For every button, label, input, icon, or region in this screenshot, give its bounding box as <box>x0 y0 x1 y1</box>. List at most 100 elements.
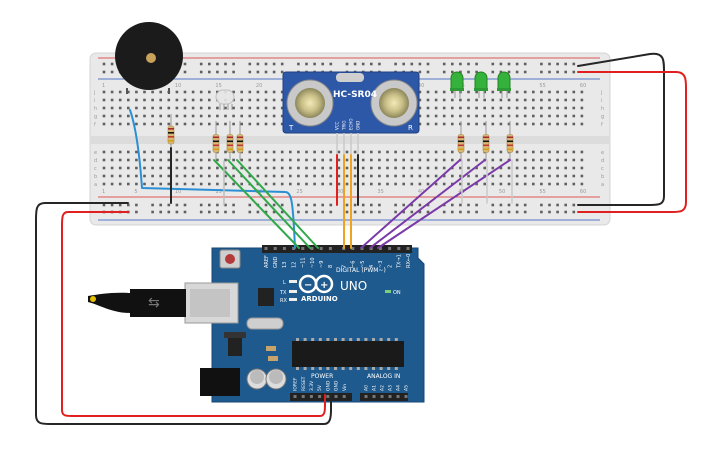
chip-pin <box>379 338 383 341</box>
breadboard-hole <box>224 114 227 118</box>
breadboard-hole <box>418 158 422 162</box>
breadboard-hole <box>402 166 405 170</box>
breadboard-hole <box>313 174 316 178</box>
breadboard-hole <box>548 166 551 170</box>
chip-pin <box>341 338 345 341</box>
breadboard-hole <box>442 114 446 118</box>
reset-button-cap[interactable] <box>225 254 235 264</box>
chip-pin <box>303 338 307 341</box>
breadboard-rail-hole <box>491 62 495 66</box>
breadboard-hole <box>208 182 211 186</box>
breadboard-hole <box>199 158 203 162</box>
resistor-band <box>507 140 513 143</box>
breadboard-hole <box>232 174 235 178</box>
green-led <box>450 71 464 91</box>
breadboard-rail-hole <box>418 62 422 66</box>
breadboard-hole <box>442 106 446 110</box>
breadboard-hole <box>467 90 470 94</box>
breadboard-hole <box>191 174 195 178</box>
resistor-body <box>482 134 490 153</box>
breadboard-hole <box>361 150 365 154</box>
sensor-model-label: HC-SR04 <box>333 90 377 100</box>
breadboard-hole <box>167 98 171 102</box>
breadboard-rail-hole <box>110 70 114 74</box>
breadboard-hole <box>515 174 519 178</box>
breadboard-hole <box>232 182 235 186</box>
breadboard-rail-hole <box>297 210 300 214</box>
breadboard-hole <box>143 150 146 154</box>
sensor-pin-label: GND <box>356 121 361 130</box>
chip-pin <box>356 367 360 370</box>
breadboard-rail-hole <box>556 62 559 66</box>
breadboard-hole <box>459 182 462 186</box>
power-pin-label: 5V <box>317 384 323 391</box>
digital-pin-label: 13 <box>282 262 288 268</box>
resistors <box>167 114 514 160</box>
breadboard-hole <box>127 166 130 170</box>
wire-rgb-green <box>213 159 300 249</box>
resistor-body <box>506 134 514 153</box>
breadboard-rail-hole <box>345 210 349 214</box>
power-header-pin <box>342 395 346 398</box>
breadboard-hole <box>467 98 470 102</box>
breadboard-hole <box>564 106 567 110</box>
wire-led-purple <box>377 159 511 249</box>
breadboard-row-letter: g <box>601 114 604 120</box>
breadboard-hole <box>515 158 519 162</box>
breadboard-hole <box>248 90 252 94</box>
breadboard-rail-hole <box>548 70 551 74</box>
breadboard-column-number: 35 <box>377 189 383 195</box>
breadboard-hole <box>248 98 252 102</box>
breadboard-hole <box>143 182 146 186</box>
breadboard-hole <box>353 150 357 154</box>
breadboard-hole <box>110 114 114 118</box>
breadboard-rail-hole <box>515 62 519 66</box>
breadboard-hole <box>102 90 106 94</box>
breadboard-hole <box>532 166 535 170</box>
breadboard-hole <box>556 114 559 118</box>
digital-header-pin <box>301 247 305 250</box>
breadboard-rail-hole <box>564 70 567 74</box>
piezo-buzzer <box>115 22 183 94</box>
breadboard-hole <box>426 106 430 110</box>
chip-pin <box>296 367 299 370</box>
breadboard-hole <box>467 122 470 126</box>
breadboard-hole <box>167 182 171 186</box>
breadboard-hole <box>515 90 519 94</box>
breadboard-hole <box>224 166 227 170</box>
breadboard-hole <box>540 166 543 170</box>
analog-header-pin <box>372 395 376 398</box>
breadboard-hole <box>523 158 527 162</box>
breadboard-rail-hole <box>232 62 235 66</box>
breadboard-rail-hole <box>264 210 268 214</box>
breadboard-rail-hole <box>280 62 284 66</box>
breadboard-hole <box>329 158 333 162</box>
breadboard-hole <box>175 90 179 94</box>
breadboard-hole <box>491 114 495 118</box>
breadboard-hole <box>507 114 511 118</box>
breadboard-rail-hole <box>353 210 357 214</box>
breadboard-hole <box>483 182 486 186</box>
breadboard-hole <box>272 98 276 102</box>
sensor-pin-label: TRIG <box>342 120 347 131</box>
power-pin-label: Vin <box>342 384 348 391</box>
breadboard-hole <box>459 166 462 170</box>
breadboard-hole <box>353 174 357 178</box>
breadboard-column-number: 15 <box>215 83 221 89</box>
breadboard-hole <box>410 150 414 154</box>
breadboard-hole <box>467 150 470 154</box>
power-header-pin <box>293 395 297 398</box>
power-header-pins <box>293 395 408 398</box>
breadboard-hole <box>216 114 219 118</box>
breadboard-column-number: 1 <box>102 189 105 195</box>
l-led <box>289 280 297 283</box>
breadboard-rail-hole <box>272 62 276 66</box>
digital-pin-label: ~5 <box>360 261 366 268</box>
breadboard-hole <box>483 114 486 118</box>
breadboard-hole <box>548 122 551 126</box>
breadboard-hole <box>564 90 567 94</box>
breadboard-rail-hole <box>556 70 559 74</box>
breadboard-rail-hole <box>345 62 349 66</box>
analog-header-pin <box>404 395 408 398</box>
